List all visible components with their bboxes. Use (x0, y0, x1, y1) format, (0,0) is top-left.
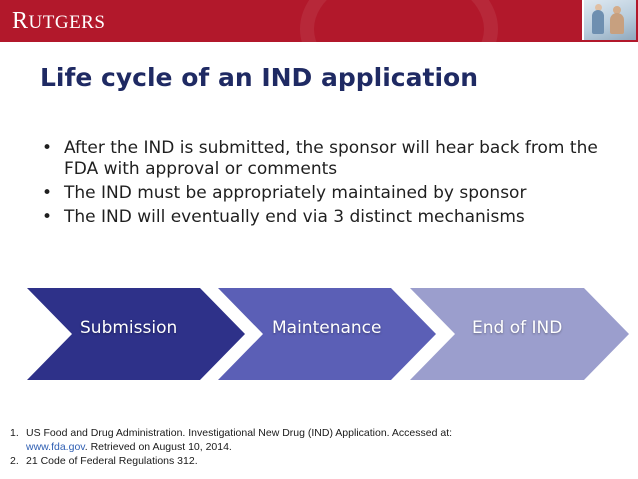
chevron-submission (27, 288, 245, 380)
header-bar: RUTGERS (0, 0, 638, 98)
footnote-text: 21 Code of Federal Regulations 312. (26, 455, 198, 467)
slide-title: Life cycle of an IND application (40, 63, 478, 92)
step-label-submission: Submission (80, 318, 178, 338)
rutgers-logo: RUTGERS (12, 7, 105, 37)
bullet-dot-icon: • (42, 207, 53, 227)
bullet-text: After the IND is submitted, the sponsor … (64, 138, 598, 179)
footnote-number: 2. (10, 455, 19, 467)
header-photo (582, 0, 636, 40)
fda-link[interactable]: www.fda.gov (26, 441, 85, 453)
bullet-item: • After the IND is submitted, the sponsor… (42, 138, 622, 180)
footnote-1: 1. US Food and Drug Administration. Inves… (10, 426, 620, 454)
footnote-number: 1. (10, 427, 19, 439)
bullet-text: The IND must be appropriately maintained… (64, 183, 527, 203)
bullet-item: • The IND will eventually end via 3 disti… (42, 207, 622, 228)
footnote-text: US Food and Drug Administration. Investi… (26, 427, 453, 439)
bullet-list: • After the IND is submitted, the sponsor… (42, 138, 622, 231)
logo-rest: UTGERS (28, 12, 106, 33)
chevron-end-of-ind (410, 288, 629, 380)
logo-cap: R (12, 8, 29, 34)
chevron-maintenance (218, 288, 436, 380)
footnotes: 1. US Food and Drug Administration. Inves… (10, 426, 620, 468)
bullet-text: The IND will eventually end via 3 distin… (64, 207, 525, 227)
bullet-dot-icon: • (42, 183, 53, 203)
process-chevrons (27, 288, 629, 380)
step-label-maintenance: Maintenance (272, 318, 382, 338)
bullet-dot-icon: • (42, 138, 53, 158)
footnote-text-continued: . Retrieved on August 10, 2014. (84, 441, 232, 453)
footnote-2: 2. 21 Code of Federal Regulations 312. (10, 454, 620, 468)
bullet-item: • The IND must be appropriately maintaine… (42, 183, 622, 204)
step-label-end-of-ind: End of IND (472, 318, 563, 338)
